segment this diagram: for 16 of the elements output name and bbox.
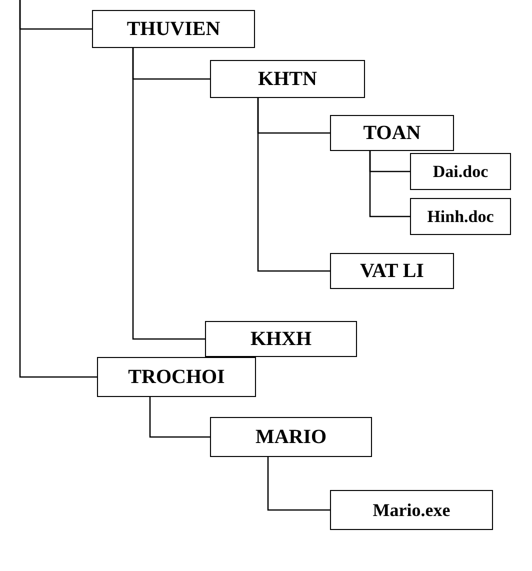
- folder-box: THUVIEN: [92, 10, 255, 48]
- folder-box: MARIO: [210, 417, 372, 457]
- folder-box: TOAN: [330, 115, 454, 151]
- connector-line: [19, 0, 97, 378]
- folder-box: Dai.doc: [410, 153, 511, 190]
- folder-box: KHXH: [205, 321, 357, 357]
- folder-box: VAT LI: [330, 253, 454, 289]
- connector-line: [257, 98, 330, 272]
- folder-box: Mario.exe: [330, 490, 493, 530]
- folder-box: TROCHOI: [97, 357, 256, 397]
- connector-line: [369, 151, 410, 218]
- connector-line: [132, 48, 205, 340]
- connector-line: [267, 457, 330, 511]
- connector-line: [149, 397, 210, 438]
- folder-box: Hinh.doc: [410, 198, 511, 235]
- folder-box: KHTN: [210, 60, 365, 98]
